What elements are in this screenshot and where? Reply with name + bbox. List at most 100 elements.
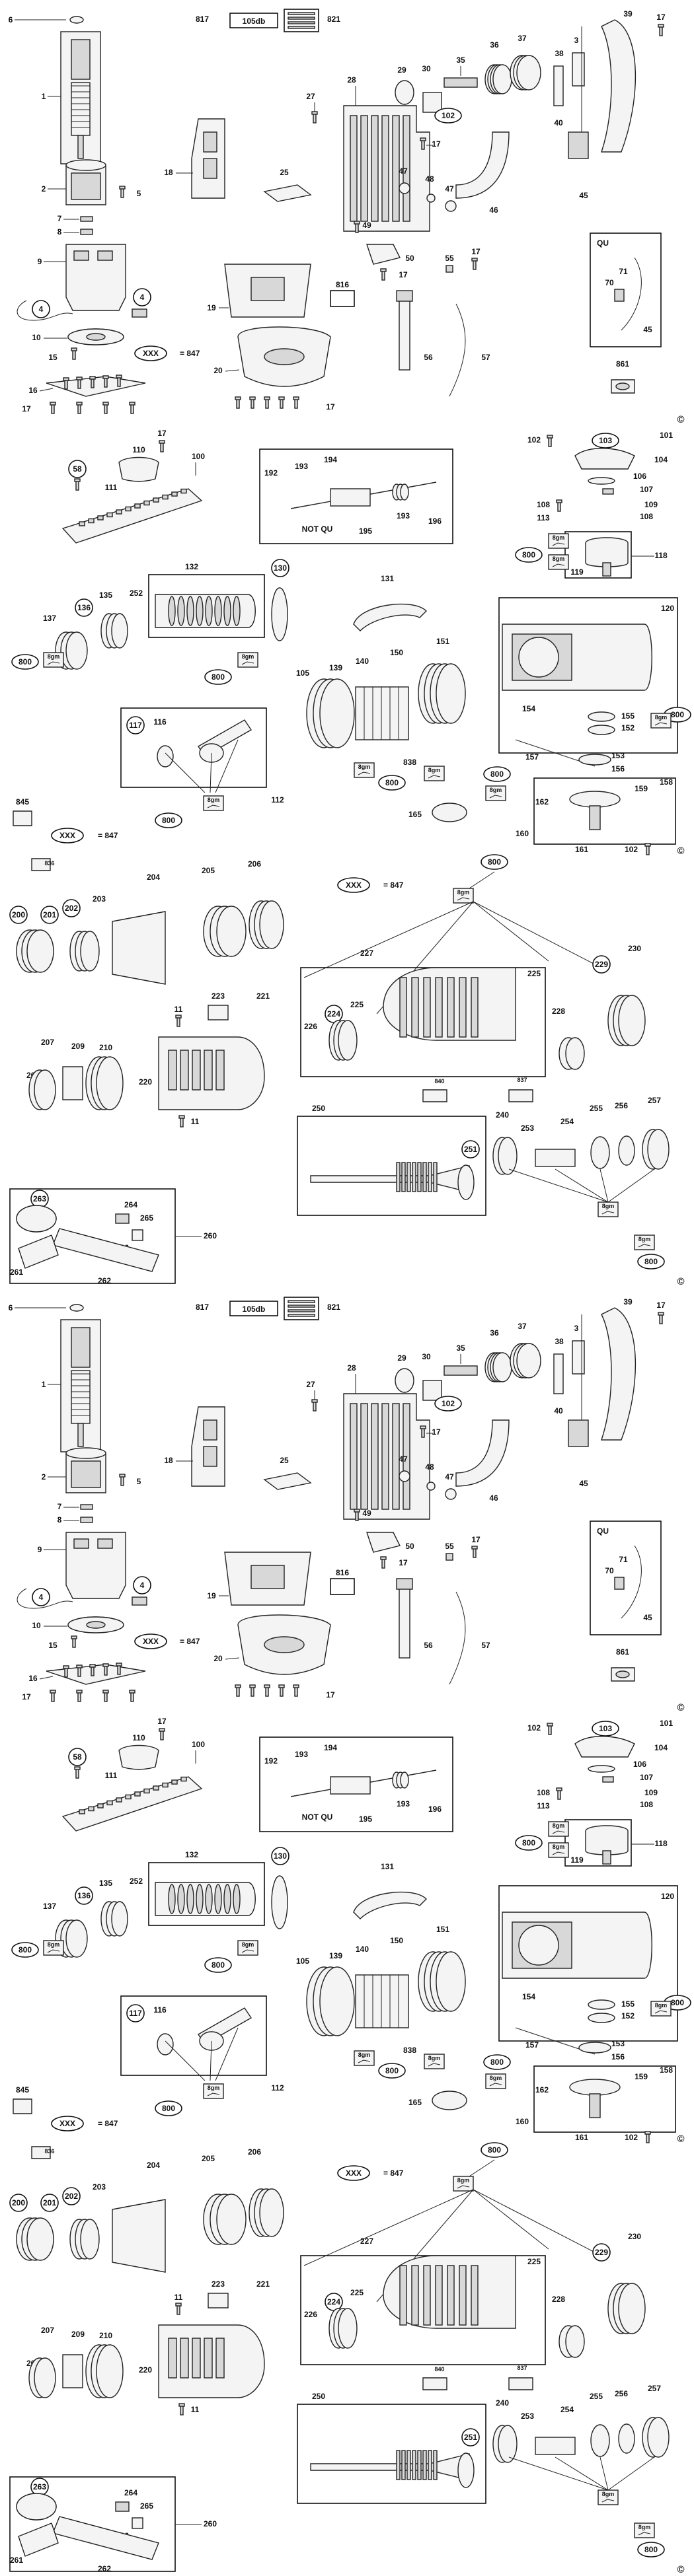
grease-tube-shape: [207, 2093, 220, 2096]
oval-callout: [11, 1942, 39, 1958]
screw-icon: [51, 1692, 55, 1702]
screw-head-icon: [76, 1664, 83, 1668]
qu-box-title: QU: [597, 1526, 609, 1536]
screw-icon: [265, 398, 269, 409]
handle-nut-icon: [132, 1229, 143, 1241]
screw-icon: [75, 1768, 79, 1779]
spring-icon: [602, 1776, 614, 1783]
plate-pin-icon: [64, 1667, 68, 1678]
gear-housing-frame: [498, 597, 678, 754]
part-label-119: 119: [570, 1855, 584, 1865]
part-label-15: 15: [48, 353, 58, 362]
part-label-253: 253: [521, 1124, 534, 1133]
grease-amount-label: 8gm: [553, 1822, 565, 1829]
grease-tube-icon: 8gm: [424, 2054, 445, 2069]
screw-head-icon: [119, 1474, 126, 1478]
grease-tube-icon: 8gm: [43, 1940, 64, 1956]
screw-head-icon: [264, 396, 270, 400]
depth-gauge-icon: [61, 1776, 203, 1832]
leader-line: [599, 1168, 609, 1203]
washer-icon: [578, 754, 611, 766]
side-handle-grip-icon: [52, 2516, 159, 2560]
ring-icon: [395, 80, 414, 105]
oval-callout: [204, 1957, 232, 1973]
gauge-tooth-icon: [143, 1788, 150, 1794]
leader-line: [473, 901, 549, 962]
grease-tube-icon: 8gm: [354, 762, 375, 778]
shaft-ring-icon: [457, 1164, 475, 1200]
screw-head-icon: [74, 478, 81, 482]
part-label-254: 254: [560, 1117, 574, 1126]
armature-winding-icon: [71, 82, 91, 136]
screw-head-icon: [547, 435, 553, 439]
side-handle-base-icon: [18, 2522, 59, 2557]
screw-head-icon: [644, 2131, 651, 2135]
oval-callout-label: 800: [212, 1960, 225, 1970]
part-label-135: 135: [99, 590, 112, 600]
xxx-equals-label: = 847: [98, 2119, 118, 2128]
part-label-256: 256: [615, 1101, 628, 1110]
screw-head-icon: [178, 1115, 185, 1119]
part-label-257: 257: [648, 2384, 661, 2393]
part-label-7: 7: [58, 1502, 62, 1511]
grease-tube-icon: 8gm: [203, 795, 224, 811]
part-label-223: 223: [212, 2279, 225, 2289]
part-label-107: 107: [640, 485, 653, 494]
part-label-17: 17: [471, 1535, 481, 1544]
circled-callout-label: 200: [12, 2198, 25, 2207]
part-label-838: 838: [403, 758, 416, 767]
part-label-106: 106: [633, 472, 646, 481]
grease-tube-shape: [601, 2499, 615, 2503]
part-label-102: 102: [527, 1723, 541, 1733]
gauge-tooth-icon: [153, 497, 159, 503]
oval-callout: [592, 1721, 619, 1736]
part-label-11: 11: [174, 2293, 183, 2302]
housing-slot-icon: [168, 2338, 177, 2379]
bevel-shaft-icon: [589, 2093, 601, 2118]
circled-callout-label: 136: [77, 603, 91, 612]
leader-line: [210, 752, 212, 793]
part-label-49: 49: [362, 221, 371, 230]
part-label-105: 105: [296, 668, 309, 678]
part-label-38: 38: [555, 49, 564, 58]
switch-plate-icon: [46, 376, 146, 397]
warning-plate-line: [288, 1309, 315, 1312]
grease-tube-shape: [552, 1830, 565, 1834]
grease-label-box: [424, 2054, 445, 2069]
oval-callout-label: 800: [212, 672, 225, 682]
screw-icon: [72, 349, 76, 360]
spring-ring-icon: [618, 995, 646, 1046]
housing-slot-icon: [180, 1050, 189, 1091]
part-label-120: 120: [661, 604, 674, 613]
barrel-rib-icon: [233, 596, 241, 626]
grease-label-box: [485, 785, 506, 801]
circled-callout-label: 4: [140, 293, 145, 302]
oval-callout: [434, 108, 462, 124]
pin-icon: [572, 1340, 585, 1375]
screw-icon: [180, 2405, 184, 2415]
leader-line: [303, 901, 474, 978]
plate-pin-icon: [91, 1666, 95, 1676]
qu-label-45: 45: [643, 1613, 652, 1622]
depth-rod-cap-icon: [396, 1578, 413, 1590]
circled-callout: [9, 906, 28, 924]
screw-head-icon: [50, 1690, 56, 1694]
part-label-209: 209: [71, 2330, 85, 2339]
grease-amount-label: 8gm: [428, 767, 441, 773]
part-label-45: 45: [579, 191, 588, 200]
part-label-153: 153: [611, 2039, 625, 2048]
oval-callout: [592, 433, 619, 448]
circled-callout-label: 224: [327, 1009, 340, 1019]
not-qu-label: 196: [428, 517, 442, 526]
bush-icon: [62, 2354, 83, 2388]
leader-line: [39, 1676, 54, 1680]
oval-callout-label: XXX: [143, 1637, 159, 1646]
not-qu-label: 193: [397, 1799, 410, 1808]
grease-tube-icon: 8gm: [424, 766, 445, 781]
knob-icon: [118, 1744, 159, 1770]
screw-icon: [548, 1725, 552, 1735]
ring-icon: [498, 2425, 518, 2463]
